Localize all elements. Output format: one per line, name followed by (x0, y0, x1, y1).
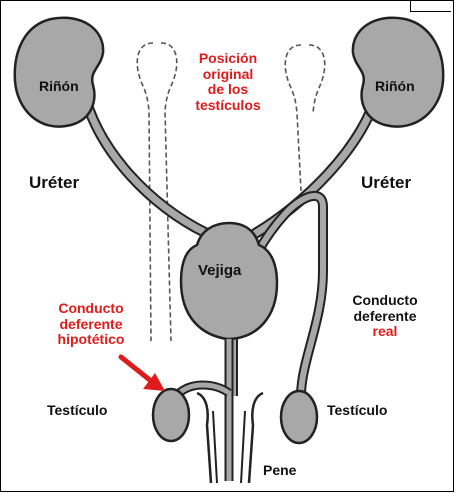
hypothetical-duct-line-2: deferente (35, 317, 147, 333)
kidney-left-label: Riñón (39, 79, 79, 95)
ureter-left-label: Uréter (29, 173, 79, 192)
original-position-label: Posición original de los testículos (177, 51, 279, 114)
original-testicle-right (285, 45, 325, 191)
penis-label: Pene (263, 463, 296, 479)
testicle-left-label: Testículo (47, 403, 107, 419)
kidney-left (15, 18, 103, 127)
real-duct-label: Conducto deferente real (329, 293, 441, 340)
original-position-line-2: original (177, 67, 279, 83)
red-arrow-shaft (121, 357, 151, 381)
bladder-label: Vejiga (198, 263, 241, 280)
real-duct-line-2: deferente (329, 309, 441, 325)
hypothetical-duct-line-1: Conducto (35, 301, 147, 317)
original-position-line-1: Posición (177, 51, 279, 67)
hypothetical-duct-label: Conducto deferente hipotético (35, 301, 147, 348)
hypothetical-duct-line-3: hipotético (35, 332, 147, 348)
kidney-right-label: Riñón (375, 79, 415, 95)
original-position-line-3: de los (177, 82, 279, 98)
testicle-left (153, 389, 189, 441)
original-position-line-4: testículos (177, 98, 279, 114)
real-duct-line-3: real (329, 324, 441, 340)
testicle-right (281, 391, 317, 443)
testicle-right-label: Testículo (327, 403, 387, 419)
real-duct-line-1: Conducto (329, 293, 441, 309)
ureter-right-label: Uréter (361, 173, 411, 192)
kidney-right (353, 18, 443, 127)
